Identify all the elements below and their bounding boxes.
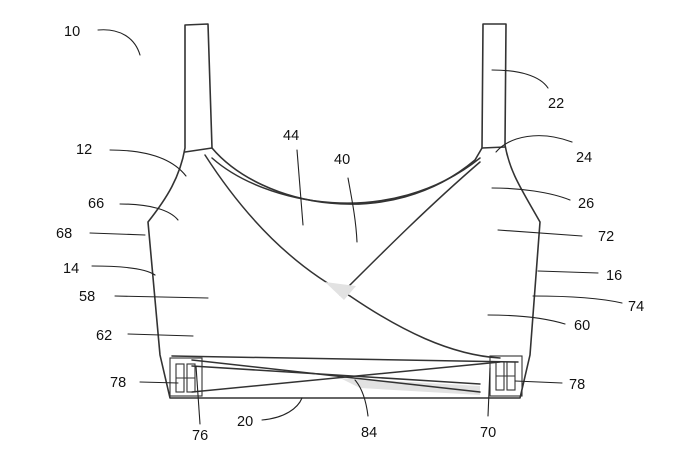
leader-20 (262, 398, 302, 420)
garment-outline (148, 24, 540, 398)
ref-label-20: 20 (237, 414, 253, 430)
leader-16 (538, 271, 598, 273)
ref-label-84: 84 (361, 425, 377, 441)
ref-label-68: 68 (56, 226, 72, 242)
leader-12 (110, 150, 186, 176)
ref-label-24: 24 (576, 150, 592, 166)
ref-label-12: 12 (76, 142, 92, 158)
leader-10 (98, 30, 140, 55)
leader-68 (90, 233, 145, 235)
ref-label-14: 14 (63, 261, 79, 277)
ref-label-60: 60 (574, 318, 590, 334)
ref-label-62: 62 (96, 328, 112, 344)
ref-label-76: 76 (192, 428, 208, 444)
leader-24 (496, 136, 572, 152)
ref-label-10: 10 (64, 24, 80, 40)
ref-label-70: 70 (480, 425, 496, 441)
ref-label-78-right: 78 (569, 377, 585, 393)
ref-label-74: 74 (628, 299, 644, 315)
ref-label-26: 26 (578, 196, 594, 212)
ref-label-66: 66 (88, 196, 104, 212)
ref-label-44: 44 (283, 128, 299, 144)
ref-label-78-left: 78 (110, 375, 126, 391)
leader-74 (533, 296, 622, 303)
ref-label-16: 16 (606, 268, 622, 284)
ref-label-22: 22 (548, 96, 564, 112)
ref-label-72: 72 (598, 229, 614, 245)
ref-label-58: 58 (79, 289, 95, 305)
leader-14 (92, 266, 155, 275)
ref-label-40: 40 (334, 152, 350, 168)
